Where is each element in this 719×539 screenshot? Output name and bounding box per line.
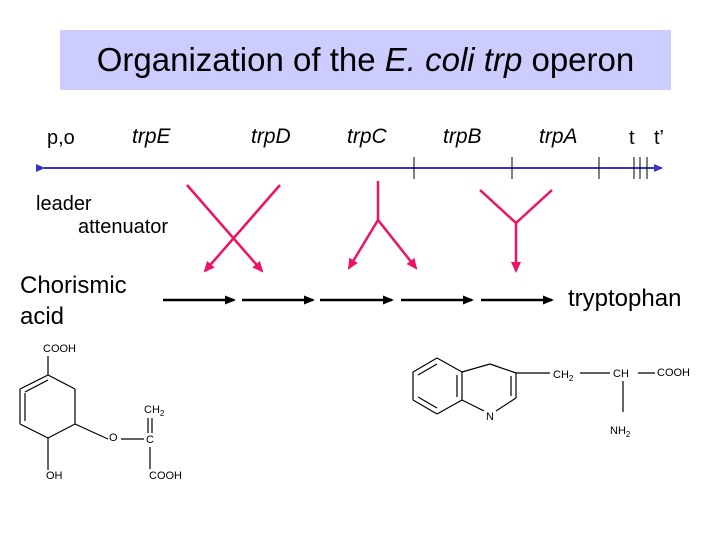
gene-label-trpE: trpE bbox=[132, 125, 171, 148]
chorismic-c: C bbox=[146, 434, 154, 446]
chorismic-cooh-bottom: COOH bbox=[149, 470, 182, 482]
chorismic-acid-structure bbox=[19, 356, 153, 470]
title-suffix: operon bbox=[522, 41, 635, 78]
chorismic-oh: OH bbox=[46, 470, 63, 482]
leader-label: leader bbox=[36, 193, 92, 215]
gene-label-trpD: trpD bbox=[251, 125, 291, 148]
gene-label-trpC: trpC bbox=[347, 125, 387, 148]
chorismic-o: O bbox=[109, 432, 118, 444]
terminator-label-t-prime: t’ bbox=[654, 127, 664, 149]
gene-label-trpA: trpA bbox=[539, 125, 578, 148]
terminator-label-t: t bbox=[629, 127, 635, 149]
pathway-end-label: tryptophan bbox=[568, 285, 682, 312]
pathway-start-label: Chorismic acid bbox=[20, 272, 127, 331]
chorismic-cooh-top: COOH bbox=[43, 343, 76, 355]
tryptophan-cooh: COOH bbox=[657, 367, 690, 379]
chorismic-ch2: CH2 bbox=[144, 404, 165, 419]
tryptophan-ch2: CH2 bbox=[553, 369, 574, 384]
tryptophan-ch: CH bbox=[613, 368, 629, 380]
gene-boundary-ticks bbox=[413, 157, 648, 179]
promoter-operator-label: p,o bbox=[47, 127, 75, 149]
tryptophan-n: N bbox=[486, 411, 494, 423]
title-species: E. coli bbox=[384, 41, 475, 78]
title-gene: trp bbox=[483, 41, 523, 78]
enzyme-arrows bbox=[186, 181, 553, 273]
gene-label-trpB: trpB bbox=[443, 125, 482, 148]
attenuator-label: attenuator bbox=[78, 216, 169, 238]
tryptophan-nh2: NH2 bbox=[610, 425, 631, 440]
tryptophan-structure bbox=[412, 357, 655, 415]
page-title: Organization of the E. coli trp operon bbox=[60, 30, 671, 90]
title-prefix: Organization of the bbox=[96, 41, 385, 78]
